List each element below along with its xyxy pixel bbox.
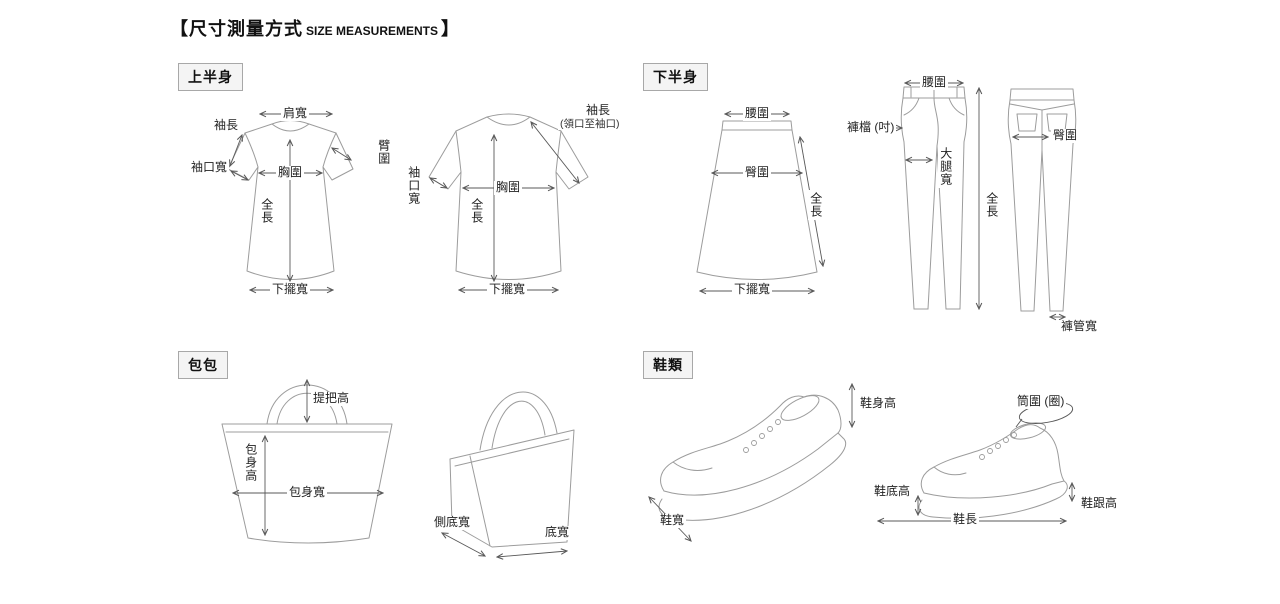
tote-bag-angled-drawing <box>442 391 575 557</box>
skirt-hip-label: 臀圍 <box>743 165 772 180</box>
shirt1-chest-label: 胸圍 <box>276 165 305 180</box>
shirt1-total-length-label: 全長 <box>259 196 274 226</box>
pants-hip-label: 臀圍 <box>1051 128 1080 143</box>
shirt2-sleeve-note-label: (領口至袖口) <box>558 118 622 131</box>
bag-side-bottom-width-label: 側底寬 <box>432 515 473 530</box>
section-upper-body: 上半身 <box>178 63 243 91</box>
skirt-drawing <box>696 114 823 291</box>
shoe-width-label: 鞋寬 <box>658 513 687 528</box>
bag-handle-height-label: 提把高 <box>311 391 352 406</box>
bag-body-width-label: 包身寬 <box>287 485 328 500</box>
tote-bag-front-drawing <box>221 380 393 544</box>
bag-body-height-label: 包身高 <box>243 441 258 484</box>
shirt2-total-length-label: 全長 <box>469 196 484 226</box>
tshirt-set-in-sleeve-drawing <box>428 113 589 290</box>
pants-crotch-label: 褲檔 (吋) <box>845 120 897 135</box>
page-title: 【尺寸測量方式 SIZE MEASUREMENTS 】 <box>170 15 460 41</box>
pants-leg-opening-label: 褲管寬 <box>1059 319 1100 334</box>
skirt-hem-width-label: 下擺寬 <box>732 282 773 297</box>
shoe-shaft-circumference-label: 筒圍 (圈) <box>1015 394 1067 409</box>
shoe-sole-height-label: 鞋底高 <box>872 484 913 499</box>
pants-waist-label: 腰圍 <box>920 75 949 90</box>
shirt1-arm-circumference-label: 臂圍 <box>376 137 391 167</box>
shirt2-cuff-width-label: 袖口寬 <box>406 164 421 207</box>
pants-back-drawing <box>1007 88 1077 317</box>
shirt1-shoulder-width-label: 肩寬 <box>281 106 310 121</box>
page-title-bracket: 】 <box>441 19 461 39</box>
shirt2-hem-width-label: 下擺寬 <box>487 282 528 297</box>
sneaker-side-drawing <box>878 402 1074 521</box>
shirt1-hem-width-label: 下擺寬 <box>270 282 311 297</box>
shoe-body-height-label: 鞋身高 <box>858 396 899 411</box>
shirt2-chest-label: 胸圍 <box>494 180 523 195</box>
tshirt-drop-shoulder-drawing <box>227 114 354 290</box>
skirt-total-length-label: 全長 <box>808 190 823 220</box>
page-title-zh: 【尺寸測量方式 <box>170 19 303 39</box>
bag-bottom-width-label: 底寬 <box>543 525 572 540</box>
section-shoes: 鞋類 <box>643 351 693 379</box>
shirt1-sleeve-length-label: 袖長 <box>212 118 241 133</box>
pants-front-drawing <box>894 83 979 309</box>
section-bags: 包包 <box>178 351 228 379</box>
sneaker-angled-drawing <box>649 384 852 541</box>
shirt2-sleeve-length-label: 袖長 <box>584 103 613 118</box>
pants-total-length-label: 全長 <box>984 190 999 220</box>
section-lower-body: 下半身 <box>643 63 708 91</box>
shoe-length-label: 鞋長 <box>951 512 980 527</box>
page-title-en: SIZE MEASUREMENTS <box>306 24 439 38</box>
shirt1-cuff-width-label: 袖口寬 <box>189 160 230 175</box>
shoe-heel-height-label: 鞋跟高 <box>1079 496 1120 511</box>
skirt-waist-label: 腰圍 <box>743 106 772 121</box>
pants-thigh-width-label: 大腿寬 <box>938 145 953 188</box>
